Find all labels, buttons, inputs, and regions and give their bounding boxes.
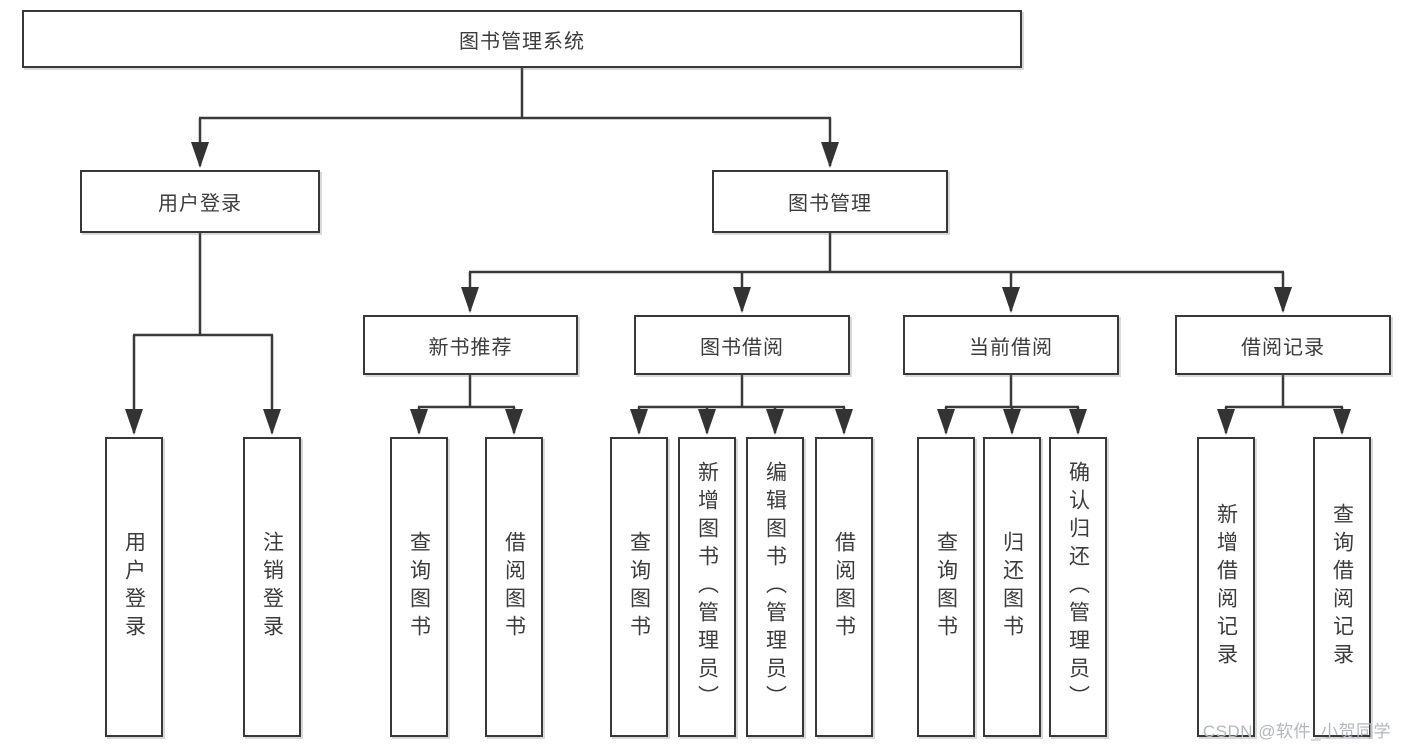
leaf-add-borrow-record-label: 新增借阅记录	[1214, 503, 1238, 671]
root-node-label: 图书管理系统	[459, 30, 585, 53]
leaf-query-book-2-label: 查询图书	[627, 531, 651, 643]
node-borrow-records-label: 借阅记录	[1241, 336, 1325, 359]
node-user-login-label: 用户登录	[158, 193, 242, 215]
leaf-logout-label: 注销登录	[260, 531, 284, 643]
leaf-logout: 注销登录	[243, 437, 301, 737]
leaf-edit-book-admin: 编辑图书（管理员）	[746, 437, 804, 737]
leaf-query-book-1: 查询图书	[390, 437, 448, 737]
leaf-borrow-book-1-label: 借阅图书	[502, 531, 526, 643]
root-node: 图书管理系统	[22, 10, 1022, 68]
node-borrow-records: 借阅记录	[1175, 315, 1391, 375]
node-new-book-recommend: 新书推荐	[363, 315, 578, 375]
node-book-borrow-label: 图书借阅	[700, 336, 784, 359]
leaf-borrow-book-1: 借阅图书	[485, 437, 543, 737]
leaf-borrow-book-2: 借阅图书	[815, 437, 873, 737]
node-current-borrow: 当前借阅	[903, 315, 1119, 375]
leaf-confirm-return-admin-label: 确认归还（管理员）	[1066, 461, 1090, 713]
leaf-user-login-label: 用户登录	[122, 531, 146, 643]
leaf-query-book-3-label: 查询图书	[934, 531, 958, 643]
leaf-user-login: 用户登录	[105, 437, 163, 737]
leaf-edit-book-admin-label: 编辑图书（管理员）	[763, 461, 787, 713]
node-book-management-label: 图书管理	[788, 193, 872, 215]
leaf-confirm-return-admin: 确认归还（管理员）	[1049, 437, 1107, 737]
node-book-management: 图书管理	[712, 170, 948, 233]
leaf-borrow-book-2-label: 借阅图书	[832, 531, 856, 643]
leaf-add-book-admin: 新增图书（管理员）	[678, 437, 736, 737]
leaf-query-book-3: 查询图书	[917, 437, 975, 737]
node-book-borrow: 图书借阅	[634, 315, 850, 375]
csdn-watermark: CSDN @软件_小贺同学	[1202, 722, 1391, 741]
leaf-query-book-2: 查询图书	[610, 437, 668, 737]
leaf-query-book-1-label: 查询图书	[407, 531, 431, 643]
node-new-book-recommend-label: 新书推荐	[428, 336, 513, 359]
leaf-return-book-label: 归还图书	[1000, 531, 1024, 643]
leaf-return-book: 归还图书	[983, 437, 1041, 737]
node-current-borrow-label: 当前借阅	[969, 336, 1053, 359]
leaf-add-borrow-record: 新增借阅记录	[1197, 437, 1255, 737]
leaf-add-book-admin-label: 新增图书（管理员）	[695, 461, 719, 713]
leaf-query-borrow-record: 查询借阅记录	[1313, 437, 1371, 737]
leaf-query-borrow-record-label: 查询借阅记录	[1330, 503, 1354, 671]
node-user-login: 用户登录	[80, 170, 320, 233]
